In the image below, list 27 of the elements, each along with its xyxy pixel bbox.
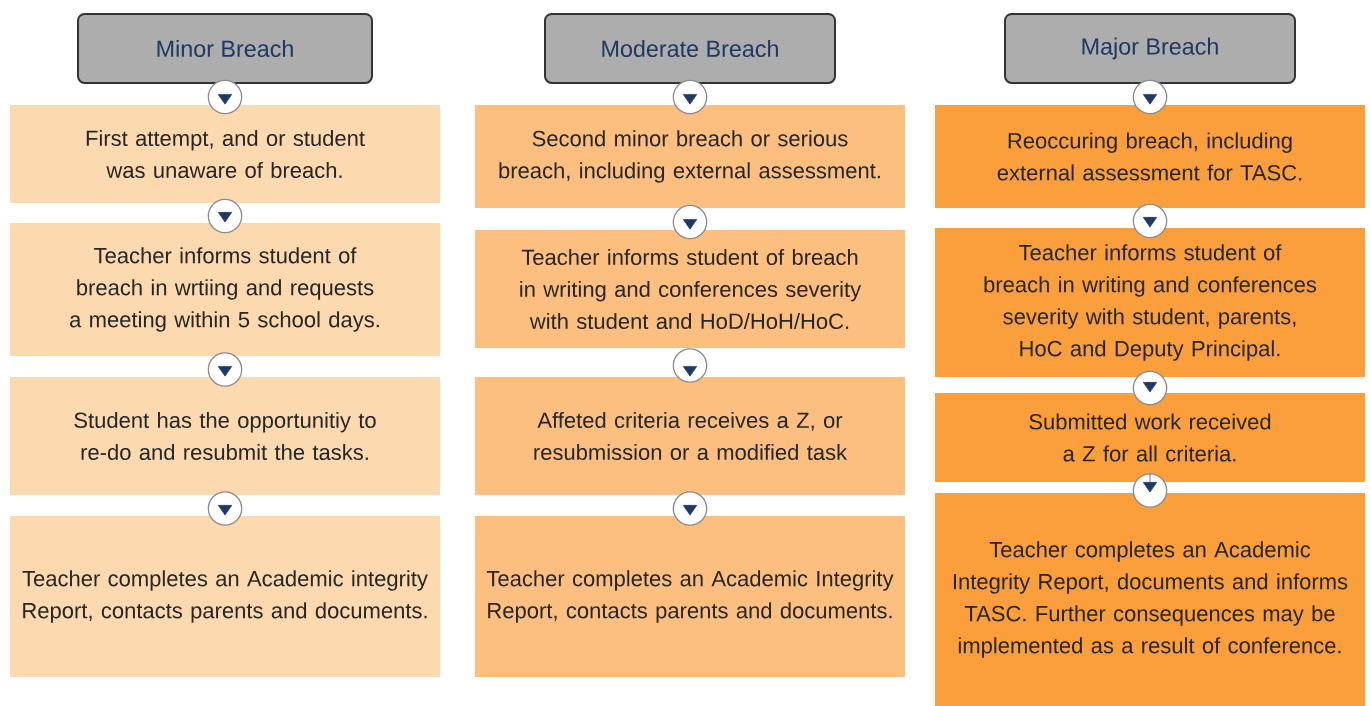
step-box: Teacher completes an Academic integrity Report, contacts parents and documents. [10,515,440,678]
step-box: Teacher informs student of breach in writing and conferences severity with student, parents, HoC and Deputy Principal. [935,227,1365,378]
heading-box: Minor Breach [77,12,373,85]
step-box: Teacher completes an Academic Integrity Report, documents and informs TASC. Further consequences may be implemented as a result of conference. [935,492,1365,706]
step-box: Second minor breach or serious breach, including external assessment. [475,105,905,208]
step-box: First attempt, and or student was unaware of breach. [10,105,440,203]
chevron-arrow [1132,370,1168,406]
step-box: Teacher informs student of breach in wrtiing and requests a meeting within 5 school days. [10,222,440,357]
step-box: Student has the opportunitiy to re-do and resubmit the tasks. [10,377,440,495]
chevron-arrow [1132,79,1168,115]
heading-box: Moderate Breach [544,12,836,85]
chevron-arrow [207,198,243,234]
chevron-arrow [1132,203,1168,239]
heading-box: Major Breach [1004,12,1296,85]
chevron-arrow [207,79,243,115]
chevron-arrow [1132,473,1168,508]
chevron-arrow [207,491,243,526]
step-box: Submitted work received a Z for all criteria. [935,392,1365,483]
chevron-arrow [672,348,708,383]
step-box: Teacher informs student of breach in writing and conferences severity with student and HoD/HoH/HoC. [475,230,905,348]
step-box: Affeted criteria receives a Z, or resubmission or a modified task [475,377,905,495]
chevron-arrow [207,352,243,387]
chevron-arrow [672,491,708,526]
chevron-arrow [672,79,708,115]
step-box: Teacher completes an Academic Integrity Report, contacts parents and documents. [475,515,905,678]
step-box: Reoccuring breach, including external assessment for TASC. [935,105,1365,208]
chevron-arrow [672,204,708,240]
